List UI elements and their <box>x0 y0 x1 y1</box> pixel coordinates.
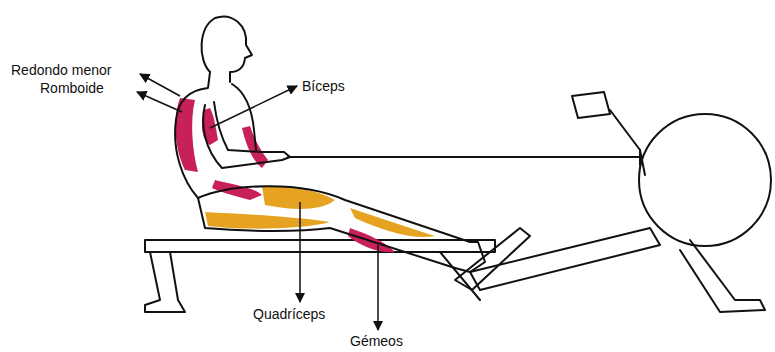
muscle-label: Bíceps <box>302 78 345 94</box>
rail <box>470 228 660 290</box>
muscle-label: Romboide <box>40 80 104 96</box>
rower-figure <box>175 17 485 272</box>
flywheel <box>639 114 771 246</box>
leader-lines <box>137 74 378 330</box>
monitor-arm <box>610 110 640 150</box>
muscle-label: Gémeos <box>350 333 403 349</box>
footrest <box>455 228 530 290</box>
muscle-label: Redondo menor <box>11 62 111 78</box>
monitor <box>572 92 610 118</box>
rear-leg <box>145 252 185 312</box>
seat-rail <box>145 240 495 252</box>
front-leg <box>680 240 765 312</box>
muscle-label: Quadríceps <box>253 306 325 322</box>
cable <box>288 156 640 158</box>
